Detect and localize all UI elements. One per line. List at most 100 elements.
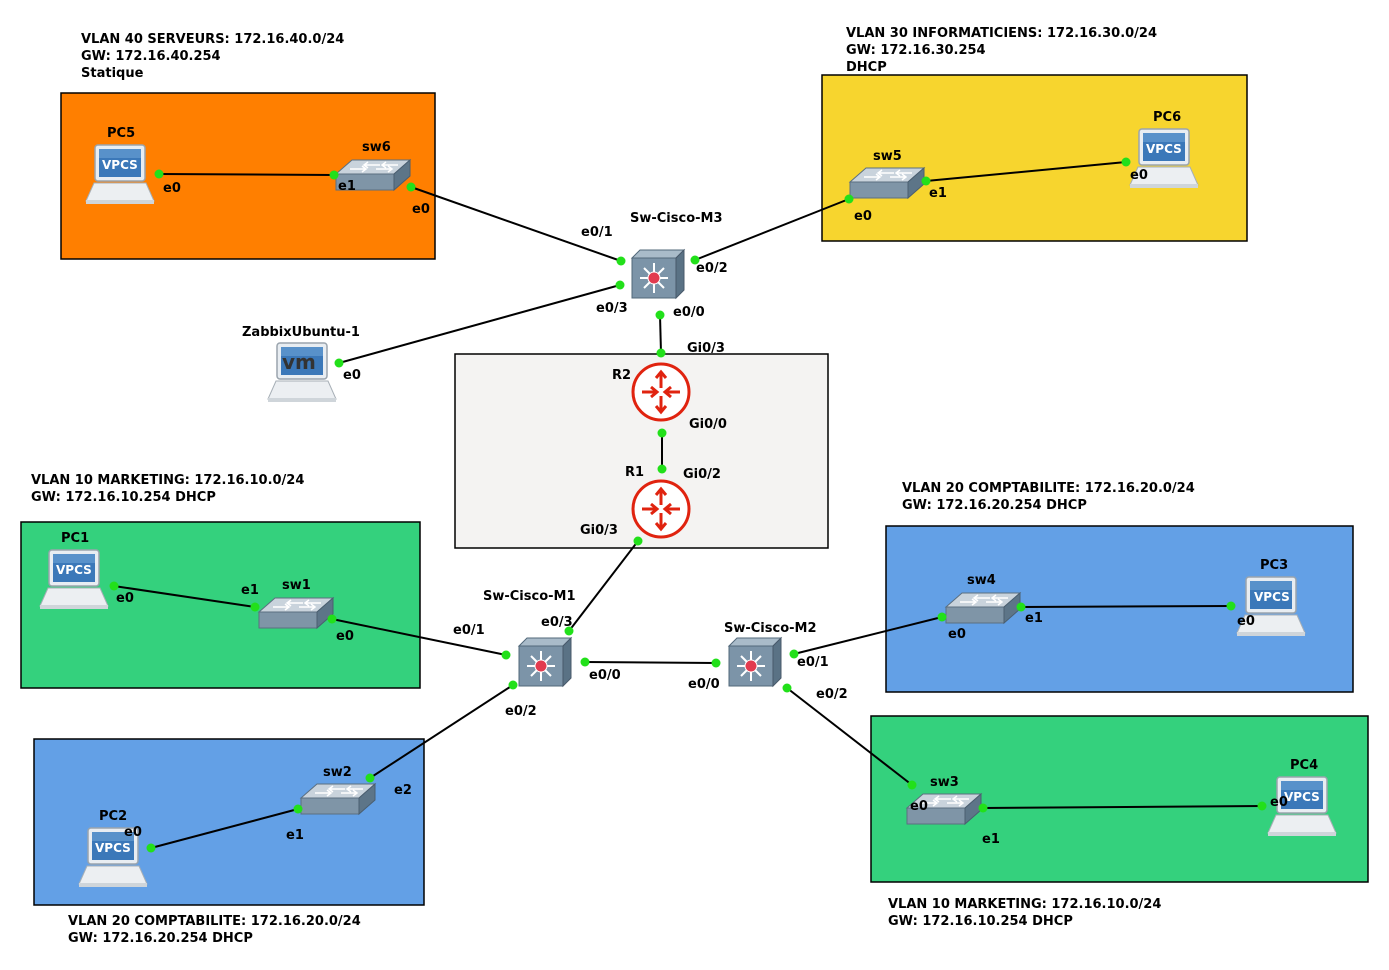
vlan10-left-gateway: GW: 172.16.10.254 DHCP [31, 490, 216, 505]
if-pc4-e0: e0 [1270, 795, 1288, 810]
if-pc3-e0: e0 [1237, 614, 1255, 629]
vlan10-right-title: VLAN 10 MARKETING: 172.16.10.0/24 [888, 897, 1161, 912]
if-pc5-e0: e0 [163, 181, 181, 196]
vlan40-gateway: GW: 172.16.40.254 [81, 49, 221, 64]
m1-label: Sw-Cisco-M1 [483, 589, 576, 604]
link-m2-sw3[interactable] [786, 687, 913, 786]
link-r1-m1[interactable] [568, 540, 639, 632]
pc1-vpcs-icon: VPCS [56, 563, 92, 577]
pc6-label: PC6 [1153, 110, 1181, 125]
if-m1-e02: e0/2 [505, 704, 537, 719]
sw5-switch-icon [849, 167, 925, 199]
link-m1-m2[interactable] [584, 661, 717, 664]
zabbix-label: ZabbixUbuntu-1 [242, 325, 360, 340]
pc5-vpcs-icon: VPCS [102, 158, 138, 172]
sw-cisco-m2[interactable]: Sw-Cisco-M2 [724, 621, 817, 687]
pc5[interactable]: VPCS PC5 [85, 126, 155, 205]
link-sw5-pc6[interactable] [925, 161, 1127, 182]
r2[interactable]: R2 [612, 362, 691, 422]
if-m2-e01: e0/1 [797, 655, 829, 670]
if-r2-gi00: Gi0/0 [689, 417, 727, 432]
if-m3-e03: e0/3 [596, 301, 628, 316]
sw1[interactable]: sw1 [258, 578, 334, 629]
sw4-label: sw4 [967, 573, 996, 588]
links [113, 161, 1263, 849]
sw3-label: sw3 [930, 775, 959, 790]
pc6-vpcs-icon: VPCS [1146, 142, 1182, 156]
vlan10-right-gateway: GW: 172.16.10.254 DHCP [888, 914, 1073, 929]
sw5[interactable]: sw5 [849, 149, 925, 199]
pc3[interactable]: VPCS PC3 [1236, 558, 1306, 637]
link-sw2-pc2[interactable] [150, 808, 299, 849]
sw6[interactable]: sw6 [335, 140, 411, 191]
pc2-vpcs-icon: VPCS [95, 841, 131, 855]
if-r1-gi03: Gi0/3 [580, 523, 618, 538]
vlan40-title: VLAN 40 SERVEURS: 172.16.40.0/24 [81, 32, 344, 47]
vlan10-left-title: VLAN 10 MARKETING: 172.16.10.0/24 [31, 473, 304, 488]
r2-label: R2 [612, 368, 631, 383]
if-r1-gi02: Gi0/2 [683, 467, 721, 482]
pc2-label: PC2 [99, 809, 127, 824]
if-sw5-e1: e1 [929, 186, 947, 201]
sw2-label: sw2 [323, 765, 352, 780]
sw2[interactable]: sw2 [300, 765, 376, 815]
if-m3-e00: e0/0 [673, 305, 705, 320]
vlan20-left-gateway: GW: 172.16.20.254 DHCP [68, 931, 253, 946]
link-sw4-pc3[interactable] [1020, 605, 1232, 608]
vlan30-addressing: DHCP [846, 60, 887, 75]
interface-dots [109, 157, 1267, 853]
if-zabbix-e0: e0 [343, 368, 361, 383]
link-m3-r2[interactable] [659, 314, 662, 354]
link-zabbix-m3[interactable] [338, 284, 621, 364]
sw-cisco-m1[interactable]: Sw-Cisco-M1 [483, 589, 576, 687]
pc4-label: PC4 [1290, 758, 1318, 773]
pc2[interactable]: VPCS PC2 [78, 809, 148, 888]
m1-multilayer-switch-icon [518, 637, 572, 687]
if-sw1-e0: e0 [336, 629, 354, 644]
pc6[interactable]: VPCS PC6 [1129, 110, 1199, 189]
m2-label: Sw-Cisco-M2 [724, 621, 817, 636]
link-pc1-sw1[interactable] [113, 585, 256, 608]
if-m2-e02: e0/2 [816, 687, 848, 702]
if-sw2-e1: e1 [286, 828, 304, 843]
sw1-switch-icon [258, 597, 334, 629]
if-sw2-e2: e2 [394, 783, 412, 798]
pc4[interactable]: VPCS PC4 [1267, 758, 1337, 837]
interface-labels: e0 e1 e0 e0/1 e0/2 e0/3 e0/0 e0 e1 e0 e0… [116, 168, 1288, 847]
if-m1-e01: e0/1 [453, 623, 485, 638]
link-m3-sw5[interactable] [694, 198, 850, 261]
r1[interactable]: R1 [625, 465, 691, 539]
if-pc2-e0: e0 [124, 825, 142, 840]
vm-icon: vm [282, 350, 316, 374]
sw1-label: sw1 [282, 578, 311, 593]
sw-cisco-m3[interactable]: Sw-Cisco-M3 [630, 211, 723, 299]
if-sw5-e0: e0 [854, 209, 872, 224]
r2-router-icon [631, 362, 691, 422]
m3-multilayer-switch-icon [631, 249, 685, 299]
if-sw6-e0: e0 [412, 202, 430, 217]
if-m3-e01: e0/1 [581, 225, 613, 240]
r1-label: R1 [625, 465, 644, 480]
m2-multilayer-switch-icon [728, 637, 782, 687]
if-r2-gi03: Gi0/3 [687, 341, 725, 356]
if-sw4-e0: e0 [948, 627, 966, 642]
if-m1-e00: e0/0 [589, 668, 621, 683]
link-sw3-pc4[interactable] [982, 805, 1263, 809]
zabbix-ubuntu-1[interactable]: vm ZabbixUbuntu-1 [242, 325, 360, 403]
pc1[interactable]: VPCS PC1 [39, 531, 109, 610]
pc1-label: PC1 [61, 531, 89, 546]
link-m1-sw2[interactable] [369, 684, 514, 779]
link-sw6-m3[interactable] [410, 186, 622, 262]
pc3-vpcs-icon: VPCS [1254, 590, 1290, 604]
pc5-label: PC5 [107, 126, 135, 141]
sw4[interactable]: sw4 [945, 573, 1021, 624]
link-sw1-m1[interactable] [331, 618, 507, 656]
link-m2-sw4[interactable] [793, 616, 943, 655]
sw5-label: sw5 [873, 149, 902, 164]
vlan20-right-title: VLAN 20 COMPTABILITE: 172.16.20.0/24 [902, 481, 1195, 496]
vlan20-right-gateway: GW: 172.16.20.254 DHCP [902, 498, 1087, 513]
pc4-vpcs-icon: VPCS [1284, 790, 1320, 804]
sw3[interactable]: sw3 [906, 775, 982, 825]
sw2-switch-icon [300, 783, 376, 815]
link-pc5-sw6[interactable] [158, 173, 335, 176]
